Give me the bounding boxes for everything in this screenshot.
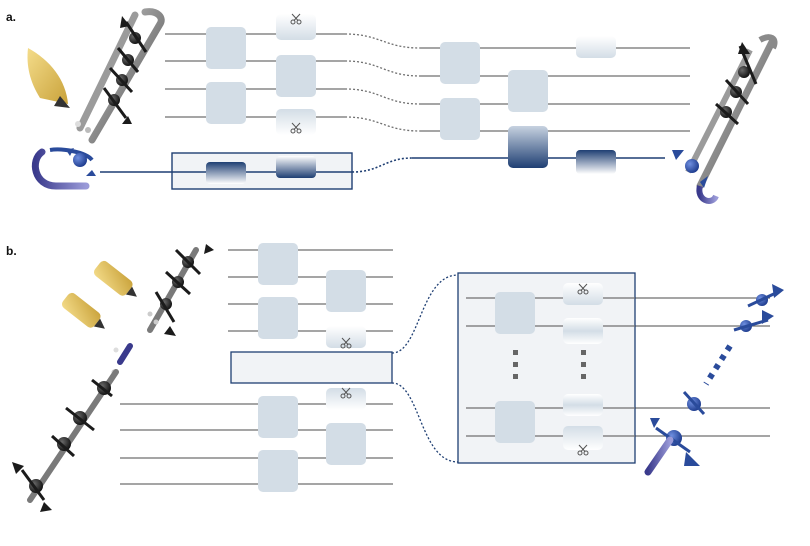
gate-block bbox=[508, 70, 548, 112]
zoom-frame bbox=[457, 272, 636, 464]
cut-gate-block bbox=[563, 426, 603, 450]
gate-block bbox=[258, 396, 298, 438]
spin-chain-icon bbox=[644, 284, 784, 476]
cut-gate-block bbox=[563, 283, 603, 305]
gate-block bbox=[440, 98, 480, 140]
gate-block bbox=[495, 292, 535, 334]
navy-gate-block bbox=[576, 150, 616, 174]
panel-b-label: b. bbox=[6, 244, 17, 258]
vertical-dots-icon bbox=[513, 350, 586, 379]
cut-gate-block bbox=[276, 14, 316, 40]
panel-b bbox=[12, 243, 784, 512]
ancilla-frame bbox=[171, 152, 353, 190]
panel-a-label: a. bbox=[6, 10, 17, 24]
navy-gate-block bbox=[508, 126, 548, 168]
navy-gate-block bbox=[206, 162, 246, 184]
gate-block bbox=[258, 297, 298, 339]
optical-tweezer-icon bbox=[61, 292, 105, 329]
optical-tweezer-icon bbox=[93, 260, 137, 297]
cut-gate-block bbox=[326, 326, 366, 348]
panel-b-wires bbox=[120, 249, 770, 485]
gate-block bbox=[276, 55, 316, 97]
gate-block bbox=[326, 270, 366, 312]
gate-block bbox=[258, 243, 298, 285]
cut-gate-block bbox=[576, 36, 616, 58]
cut-gate-block bbox=[276, 109, 316, 135]
gate-block bbox=[258, 450, 298, 492]
spin-chain-icon bbox=[672, 34, 778, 204]
gate-block bbox=[440, 42, 480, 84]
gate-block bbox=[206, 27, 246, 69]
ancilla-frame bbox=[230, 351, 393, 384]
cut-gate-block bbox=[563, 318, 603, 344]
navy-gate-block bbox=[276, 156, 316, 178]
magnet-icon bbox=[31, 147, 96, 190]
spin-chain-icon bbox=[75, 8, 165, 144]
cut-gate-block bbox=[563, 394, 603, 416]
optical-tweezer-icon bbox=[27, 48, 70, 108]
gate-block bbox=[326, 423, 366, 465]
panel-a bbox=[27, 8, 778, 204]
gate-block bbox=[495, 401, 535, 443]
spin-chain-icon bbox=[12, 244, 214, 512]
cut-gate-block bbox=[326, 388, 366, 410]
gate-block bbox=[206, 82, 246, 124]
